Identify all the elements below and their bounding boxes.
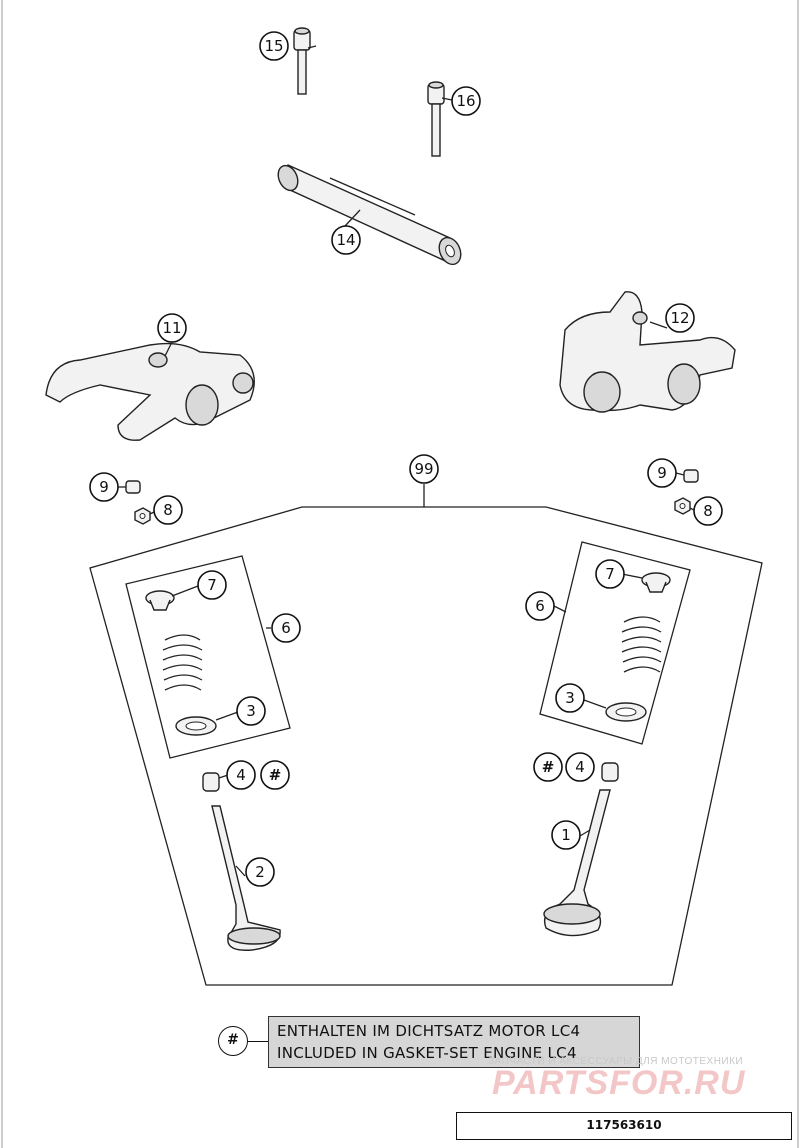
watermark-logo: PARTSFOR.RU xyxy=(492,1064,746,1102)
part-2-exhaust-valve xyxy=(211,805,281,951)
svg-text:9: 9 xyxy=(657,464,667,482)
callout-4-left: 4 xyxy=(226,760,256,790)
callout-15: 15 xyxy=(259,31,289,61)
svg-text:1: 1 xyxy=(561,826,571,844)
svg-text:8: 8 xyxy=(163,501,173,519)
part-15-bolt xyxy=(293,27,311,95)
callout-7-left: 7 xyxy=(197,570,227,600)
set-6-left-outline xyxy=(125,555,291,759)
part-3-seat-left xyxy=(175,711,239,736)
part-1-intake-valve xyxy=(543,789,611,937)
watermark-tagline: ЗАПЧАСТИ И АКСЕССУАРЫ ДЛЯ МОТОТЕХНИКИ xyxy=(488,1056,744,1067)
svg-text:4: 4 xyxy=(575,758,585,776)
part-4-seal-left xyxy=(202,772,229,792)
callout-3-right: 3 xyxy=(555,683,585,713)
callout-9-right: 9 xyxy=(647,458,677,488)
svg-text:16: 16 xyxy=(456,92,475,110)
callout-2: 2 xyxy=(245,857,275,887)
legend-key-symbol: # xyxy=(218,1026,248,1056)
svg-text:9: 9 xyxy=(99,478,109,496)
part-4-seal-right xyxy=(601,762,619,782)
part-8-nut-left xyxy=(134,507,151,525)
part-9-cap-left xyxy=(125,480,141,494)
callout-1: 1 xyxy=(551,820,581,850)
callout-12: 12 xyxy=(665,303,695,333)
svg-text:15: 15 xyxy=(264,37,283,55)
callout-8-left: 8 xyxy=(153,495,183,525)
set-6-right-outline xyxy=(539,541,691,745)
legend-connector xyxy=(248,1041,268,1042)
svg-text:6: 6 xyxy=(281,619,291,637)
part-11-rocker-arm xyxy=(45,342,255,441)
legend-line-english: INCLUDED IN GASKET-SET ENGINE LC4 xyxy=(277,1044,577,1062)
callout-6-left: 6 xyxy=(271,613,301,643)
callout-14: 14 xyxy=(331,225,361,255)
svg-text:6: 6 xyxy=(535,597,545,615)
callout-11: 11 xyxy=(157,313,187,343)
svg-text:11: 11 xyxy=(162,319,181,337)
svg-text:2: 2 xyxy=(255,863,265,881)
set-99-outline xyxy=(89,506,763,986)
svg-text:14: 14 xyxy=(336,231,355,249)
part-8-nut-right xyxy=(674,497,691,515)
part-12-rocker-arm xyxy=(559,291,736,413)
part-9-cap-right xyxy=(683,469,699,483)
callout-4-right: 4 xyxy=(565,752,595,782)
svg-text:#: # xyxy=(542,758,555,776)
callout-7-right: 7 xyxy=(595,559,625,589)
svg-text:99: 99 xyxy=(414,460,433,478)
svg-text:12: 12 xyxy=(670,309,689,327)
legend-box: ENTHALTEN IM DICHTSATZ MOTOR LC4 INCLUDE… xyxy=(268,1016,640,1068)
part-7-retainer-right xyxy=(641,572,671,593)
callout-hash-right: # xyxy=(533,752,563,782)
valve-spring-right xyxy=(621,616,662,673)
valve-spring-left xyxy=(162,634,203,691)
svg-text:4: 4 xyxy=(236,766,246,784)
svg-text:8: 8 xyxy=(703,502,713,520)
part-14-rocker-shaft xyxy=(277,164,462,266)
svg-text:3: 3 xyxy=(246,702,256,720)
diagram-id-box: 117563610 xyxy=(456,1112,792,1140)
svg-text:7: 7 xyxy=(207,576,217,594)
callout-8-right: 8 xyxy=(693,496,723,526)
callout-hash-left: # xyxy=(260,760,290,790)
callout-9-left: 9 xyxy=(89,472,119,502)
legend-line-german: ENTHALTEN IM DICHTSATZ MOTOR LC4 xyxy=(277,1022,581,1040)
svg-text:3: 3 xyxy=(565,689,575,707)
callout-99: 99 xyxy=(409,454,439,484)
callout-6-right: 6 xyxy=(525,591,555,621)
svg-text:7: 7 xyxy=(605,565,615,583)
svg-text:#: # xyxy=(269,766,282,784)
part-16-bolt xyxy=(427,81,445,157)
callout-3-left: 3 xyxy=(236,696,266,726)
callout-16: 16 xyxy=(451,86,481,116)
part-3-seat-right xyxy=(583,699,647,722)
part-7-retainer-left xyxy=(145,590,175,611)
